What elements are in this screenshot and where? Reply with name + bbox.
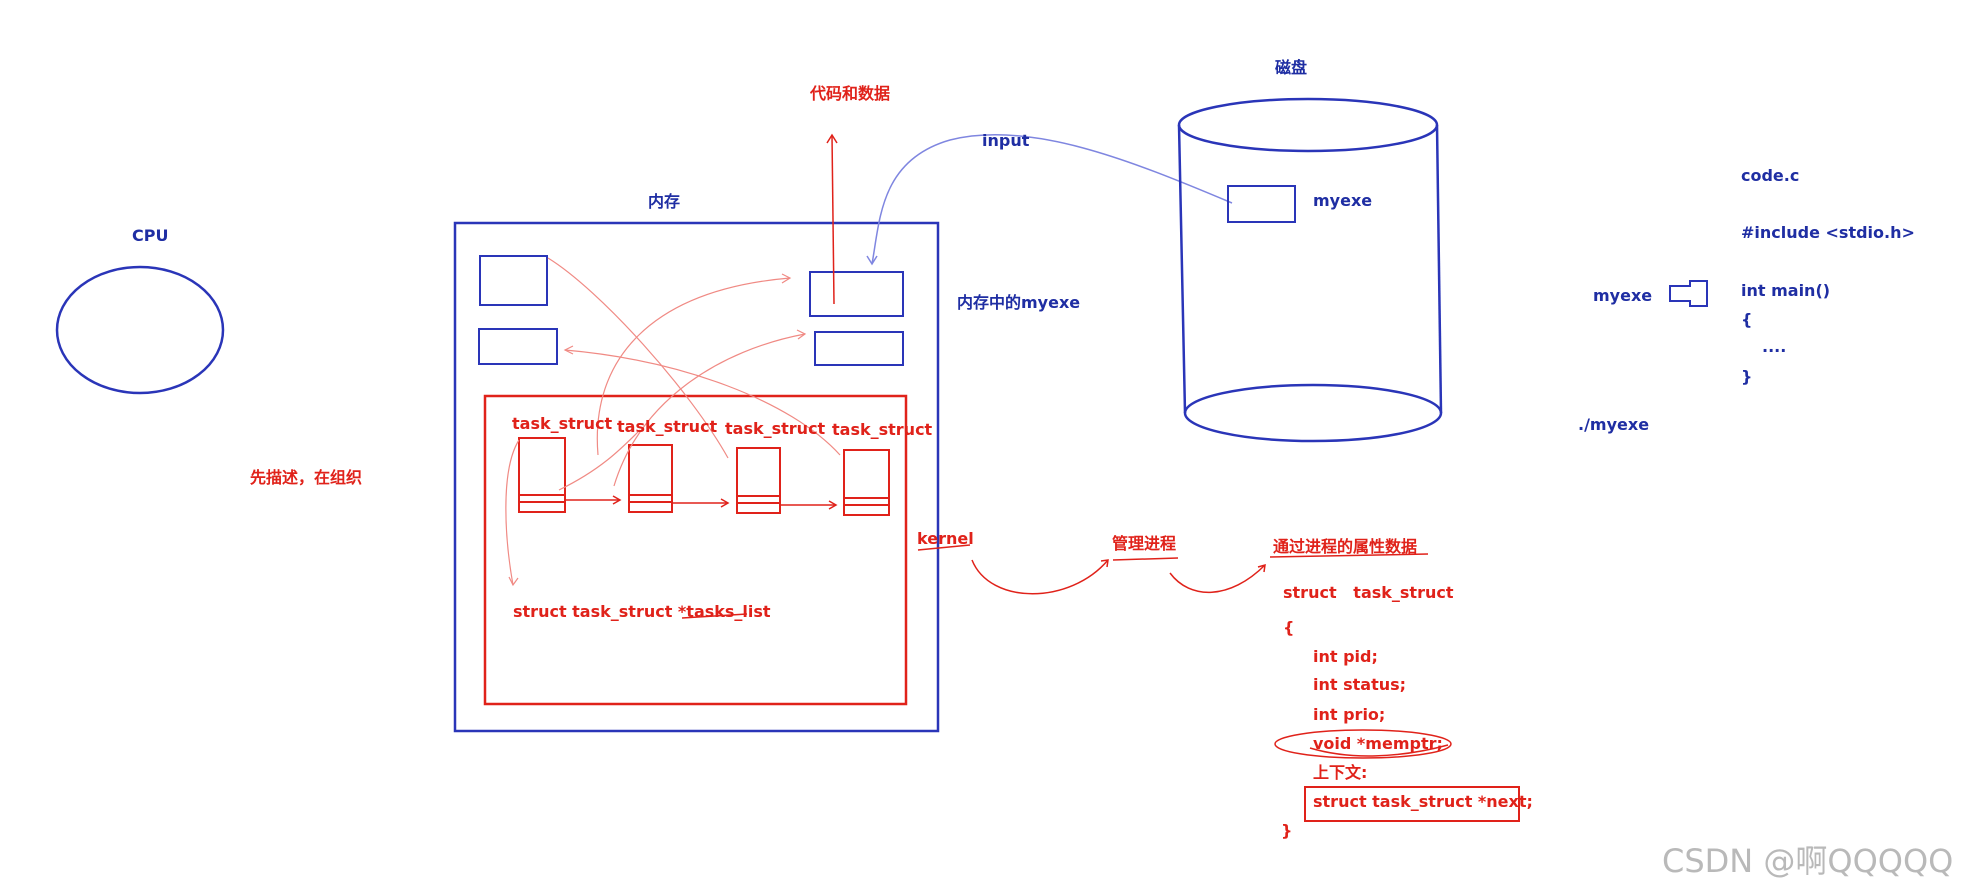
memory-block-1 (479, 255, 548, 306)
code-line-include: #include <stdio.h> (1741, 223, 1915, 242)
struct-header: struct task_struct (1283, 583, 1454, 602)
input-label: input (982, 131, 1030, 150)
run-command-label: ./myexe (1578, 415, 1650, 434)
memptr-circle (1274, 729, 1452, 759)
describe-organize-label: 先描述，在组织 (250, 468, 363, 487)
tasks-list-label: struct task_struct *tasks_list (513, 602, 771, 621)
struct-field-context: 上下文: (1313, 763, 1368, 782)
manage-process-label: 管理进程 (1112, 534, 1177, 553)
memory-label: 内存 (648, 192, 681, 211)
task-struct-label-1: task_struct (512, 414, 613, 433)
compile-arrow (1669, 280, 1708, 307)
code-data-arrow (826, 133, 838, 305)
myexe-data-block (814, 331, 904, 366)
struct-open-brace: { (1283, 618, 1295, 637)
pcb-node-1 (518, 437, 566, 513)
disk-cylinder (1177, 97, 1443, 443)
myexe-code-block (809, 271, 904, 317)
memory-block-2 (478, 328, 558, 365)
task-struct-label-3: task_struct (725, 419, 826, 438)
disk-file-label: myexe (1313, 191, 1373, 210)
struct-field-status: int status; (1313, 675, 1407, 694)
cpu-label: CPU (132, 226, 169, 245)
code-line-body: .... (1762, 337, 1787, 356)
pcb-node-3 (736, 447, 781, 514)
input-arrow (866, 133, 1233, 266)
pcb-next-arrows (566, 495, 838, 510)
disk-file-box (1227, 185, 1296, 223)
task-struct-label-4: task_struct (832, 420, 933, 439)
code-filename: code.c (1741, 166, 1800, 185)
struct-field-pid: int pid; (1313, 647, 1378, 666)
memory-myexe-label: 内存中的myexe (957, 293, 1081, 312)
task-struct-label-2: task_struct (617, 417, 718, 436)
csdn-watermark: CSDN @啊QQQQQ (1662, 842, 1954, 880)
code-line-close-brace: } (1741, 367, 1753, 386)
struct-field-memptr: void *memptr; (1313, 734, 1443, 753)
memory-box (453, 221, 940, 733)
via-attributes-label: 通过进程的属性数据 (1273, 537, 1418, 556)
compile-output-label: myexe (1593, 286, 1653, 305)
next-field-box (1304, 786, 1520, 822)
kernel-label: kernel (917, 529, 974, 548)
code-data-label: 代码和数据 (810, 84, 891, 103)
code-line-open-brace: { (1741, 310, 1753, 329)
pcb-memory-pointers (505, 257, 841, 587)
kernel-region (483, 394, 908, 706)
code-line-main: int main() (1741, 281, 1831, 300)
management-flow (681, 544, 1449, 757)
disk-label: 磁盘 (1275, 58, 1308, 77)
pcb-node-4 (843, 449, 890, 516)
pcb-node-2 (628, 444, 673, 513)
cpu-circle (55, 265, 225, 395)
struct-close-brace: } (1281, 821, 1293, 840)
struct-field-prio: int prio; (1313, 705, 1386, 724)
struct-field-next: struct task_struct *next; (1313, 792, 1533, 811)
